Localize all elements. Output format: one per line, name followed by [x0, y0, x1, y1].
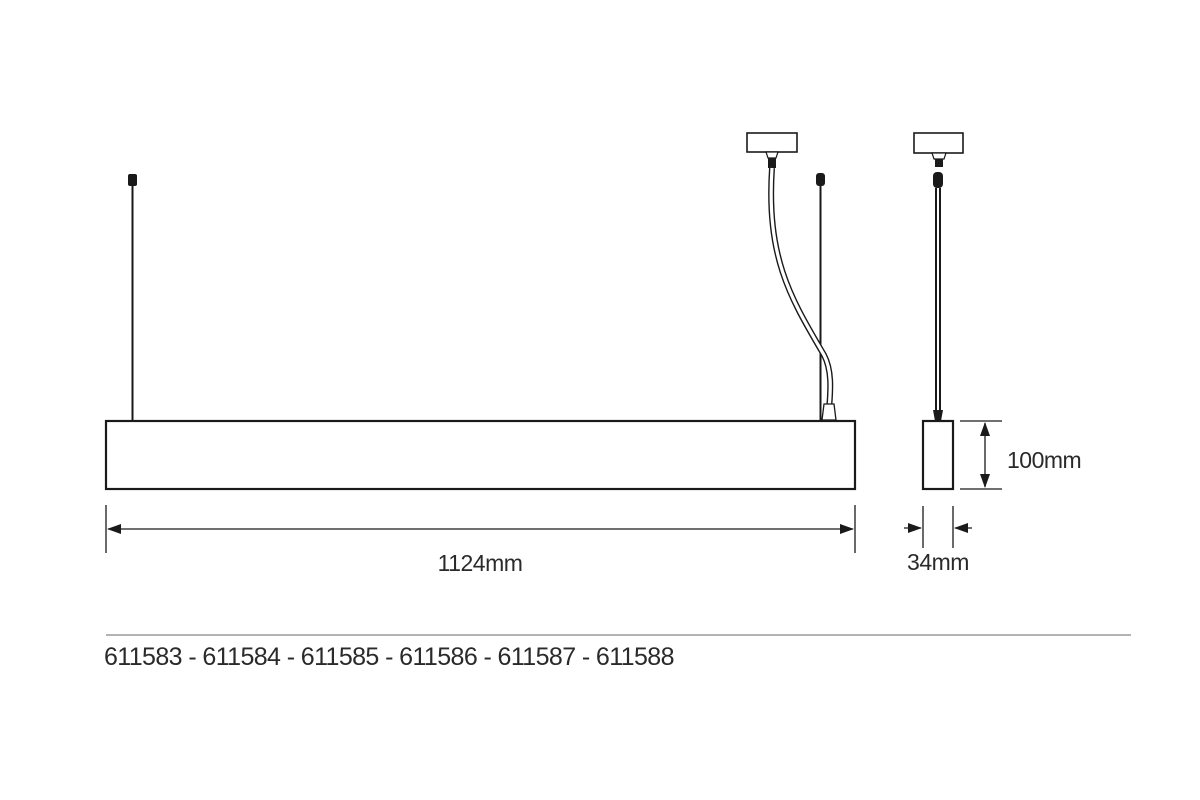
length-dimension — [105, 505, 856, 553]
side-view: 100mm 34mm — [904, 132, 1082, 575]
product-codes: 611583 - 611584 - 611585 - 611586 - 6115… — [104, 643, 674, 671]
ceiling-canopy — [746, 132, 798, 168]
width-label: 34mm — [907, 549, 969, 575]
side-suspension-wire — [933, 188, 943, 421]
luminaire-body-front — [104, 419, 857, 491]
front-view: 1124mm — [104, 132, 857, 576]
width-dimension — [904, 506, 972, 548]
left-suspension-wire — [128, 174, 137, 421]
luminaire-body-side — [921, 419, 955, 491]
height-label: 100mm — [1007, 447, 1081, 473]
height-dimension — [960, 420, 1002, 490]
length-label: 1124mm — [438, 550, 523, 576]
side-canopy — [913, 132, 964, 188]
power-cable — [768, 167, 837, 421]
right-suspension-wire — [816, 173, 825, 421]
